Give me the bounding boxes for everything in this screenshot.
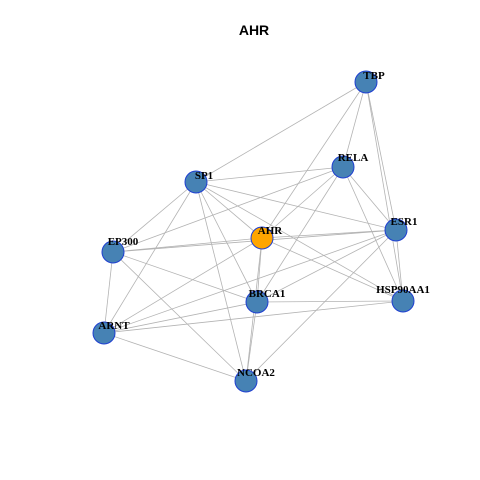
node-label-brca1: BRCA1 <box>249 288 286 300</box>
edge-ahr-arnt <box>103 237 263 334</box>
edge-arnt-ncoa2 <box>103 332 247 382</box>
edge-tbp-hsp90aa1 <box>365 81 404 302</box>
edge-rela-ahr <box>261 166 344 239</box>
node-label-rela: RELA <box>338 152 369 164</box>
node-label-hsp90aa1: HSP90AA1 <box>376 284 430 296</box>
edge-rela-hsp90aa1 <box>342 166 404 302</box>
node-ahr[interactable] <box>250 226 274 250</box>
edge-sp1-ep300 <box>112 181 197 253</box>
edge-esr1-arnt <box>103 229 397 334</box>
node-label-ep300: EP300 <box>108 236 139 248</box>
node-label-ncoa2: NCOA2 <box>237 367 275 379</box>
edge-brca1-hsp90aa1 <box>256 300 404 303</box>
edge-sp1-hsp90aa1 <box>195 181 404 302</box>
edge-ep300-arnt <box>103 251 114 334</box>
node-label-tbp: TBP <box>363 70 385 82</box>
edge-tbp-ahr <box>261 81 367 239</box>
edge-esr1-ncoa2 <box>245 229 397 382</box>
edge-sp1-brca1 <box>195 181 258 303</box>
edge-sp1-arnt <box>103 181 197 334</box>
edge-tbp-rela <box>342 81 367 168</box>
edge-tbp-sp1 <box>195 81 367 183</box>
edge-ahr-esr1 <box>261 229 397 239</box>
edge-hsp90aa1-arnt <box>103 300 404 334</box>
node-rela[interactable] <box>331 155 355 179</box>
node-tbp[interactable] <box>354 70 378 94</box>
edge-tbp-esr1 <box>365 81 397 231</box>
edge-ep300-ncoa2 <box>112 251 247 382</box>
node-label-esr1: ESR1 <box>391 216 418 228</box>
node-label-ahr: AHR <box>258 225 284 237</box>
edge-ep300-ahr <box>112 237 263 253</box>
edge-sp1-rela <box>195 166 344 183</box>
edge-esr1-hsp90aa1 <box>395 229 404 302</box>
edge-brca1-arnt <box>103 301 258 334</box>
node-esr1[interactable] <box>384 218 408 242</box>
node-label-arnt: ARNT <box>98 320 130 332</box>
edge-ep300-brca1 <box>112 251 258 303</box>
edge-esr1-brca1 <box>256 229 397 303</box>
edge-brca1-ncoa2 <box>245 301 258 382</box>
node-arnt[interactable] <box>92 321 116 345</box>
node-ep300[interactable] <box>101 240 125 264</box>
edge-rela-ep300 <box>112 166 344 253</box>
node-sp1[interactable] <box>184 170 208 194</box>
node-hsp90aa1[interactable] <box>391 289 415 313</box>
edge-rela-esr1 <box>342 166 397 231</box>
nodes-layer <box>92 70 415 393</box>
edge-ahr-hsp90aa1 <box>261 237 404 302</box>
node-ncoa2[interactable] <box>234 369 258 393</box>
edge-sp1-esr1 <box>195 181 397 231</box>
node-label-sp1: SP1 <box>195 170 213 182</box>
node-brca1[interactable] <box>245 290 269 314</box>
edges-layer <box>103 81 404 382</box>
edge-sp1-ncoa2 <box>195 181 247 382</box>
edge-sp1-ahr <box>195 181 263 239</box>
edge-rela-brca1 <box>256 166 344 303</box>
diagram-title: AHR <box>239 22 269 38</box>
